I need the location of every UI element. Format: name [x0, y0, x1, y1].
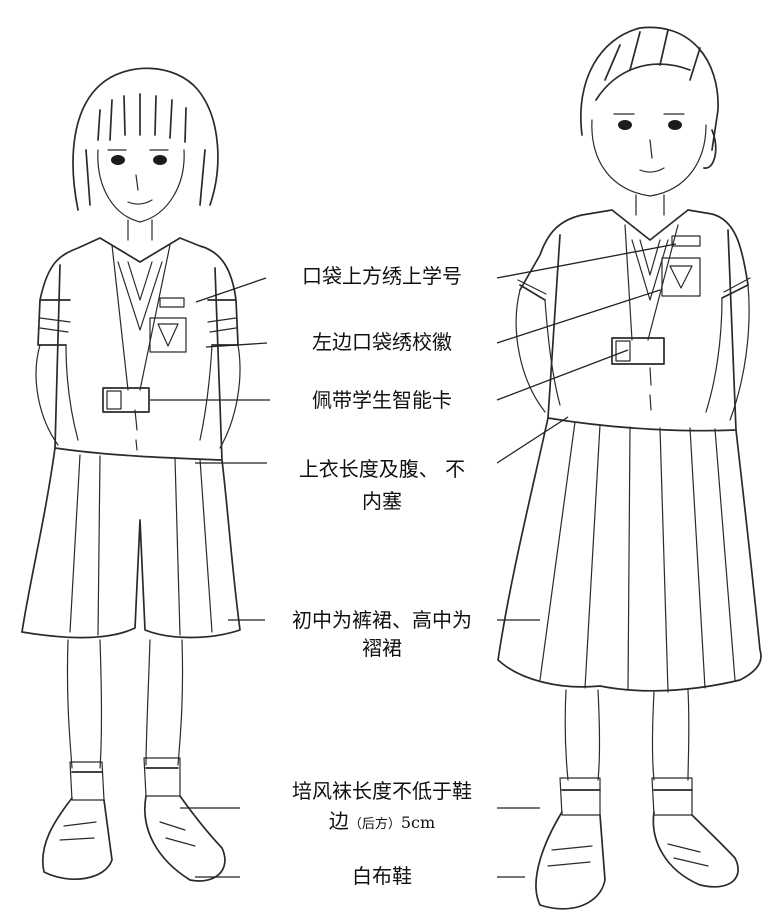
label-socks-edge: 边 — [328, 809, 349, 833]
label-socks-line2: 边（后方）5cm — [268, 806, 496, 840]
right-legs — [564, 689, 690, 781]
left-culottes — [21, 447, 241, 639]
leader-lines — [150, 243, 677, 878]
label-socks: 培风袜长度不低于鞋 边（后方）5cm — [268, 776, 496, 840]
left-name-tag — [159, 297, 185, 308]
left-shoes — [42, 795, 226, 882]
right-id-card — [611, 337, 665, 365]
label-pocket-number: 口袋上方绣上学号 — [302, 264, 462, 288]
label-smart-card: 佩带学生智能卡 — [312, 388, 452, 412]
label-socks-measure: 5cm — [400, 813, 436, 832]
left-shirt — [37, 237, 239, 461]
right-eye-r — [668, 120, 682, 130]
left-eye-l — [111, 155, 125, 165]
left-pocket — [149, 317, 187, 353]
label-socks-rear: （后方） — [348, 817, 401, 832]
left-legs — [66, 639, 184, 769]
left-eye-r — [153, 155, 167, 165]
right-hair — [580, 26, 719, 169]
left-hair — [72, 67, 219, 211]
right-student-figure — [497, 26, 762, 910]
right-shirt — [519, 209, 749, 432]
left-face — [97, 149, 185, 223]
right-pocket — [661, 257, 701, 297]
label-shirt-length-line1: 上衣长度及腹、 不 — [298, 457, 466, 481]
right-name-tag — [671, 235, 701, 247]
label-school-badge: 左边口袋绣校徽 — [312, 330, 452, 354]
right-eye-l — [618, 120, 632, 130]
right-face — [591, 119, 707, 197]
left-student-figure — [21, 67, 241, 882]
left-arms — [35, 344, 241, 449]
label-shirt-length: 上衣长度及腹、 不 内塞 — [268, 453, 496, 517]
label-shirt-length-line2: 内塞 — [362, 489, 402, 513]
right-socks — [559, 777, 693, 816]
right-arms — [515, 284, 750, 421]
label-skirt-type: 初中为裤裙、高中为 褶裙 — [268, 606, 496, 662]
right-shoes — [535, 811, 739, 910]
left-tie — [117, 261, 163, 331]
left-socks — [69, 757, 181, 801]
label-skirt-type-line1: 初中为裤裙、高中为 — [292, 608, 472, 632]
label-shoes: 白布鞋 — [352, 864, 412, 888]
left-id-card — [102, 387, 150, 413]
label-socks-line1: 培风袜长度不低于鞋 — [292, 779, 472, 803]
label-skirt-type-line2: 褶裙 — [362, 636, 402, 660]
right-pleated-skirt — [497, 417, 762, 692]
